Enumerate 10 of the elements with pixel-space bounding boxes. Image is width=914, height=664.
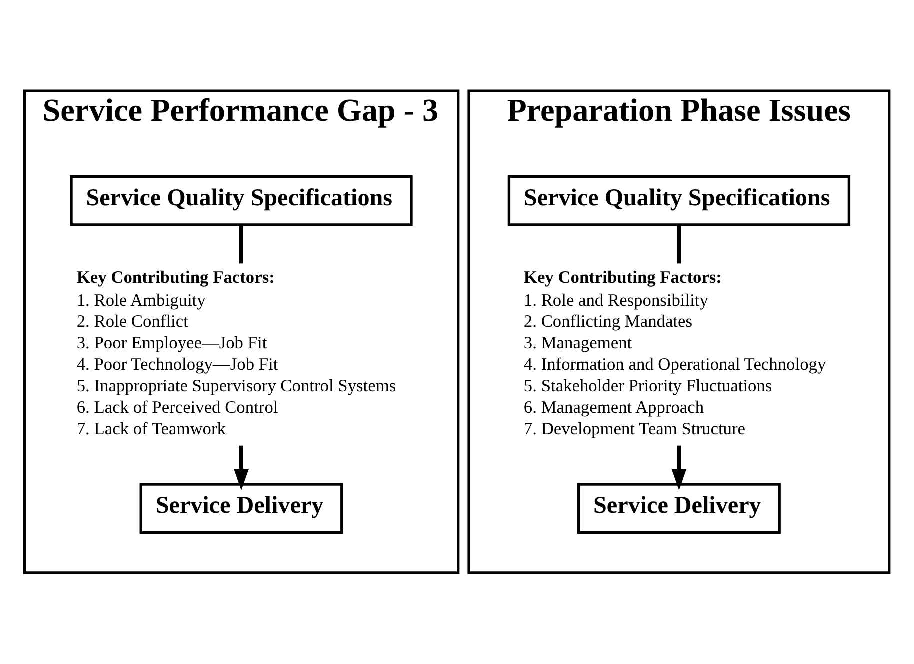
node-text: Key Contributing Factors: 1. Role Ambiguity 2. Role Conflict 3. Poor Employee—Job Fit 4. Poor Technology—Job Fit 5. Inappropriate Supervisory Control Systems 6. Lack of Perceived Control 7. Lack of Teamwork xyxy=(76,267,396,438)
node-box: Service Delivery xyxy=(577,483,781,534)
node-box: Service Quality Specifications xyxy=(70,175,413,226)
node-box: Service Quality Specifications xyxy=(508,175,851,226)
node-text: Key Contributing Factors: 1. Role and Responsibility 2. Conflicting Mandates 3. Management 4. Information and Operational Technology 5. Stakeholder Priority Fluctuations 6. Management Approach 7. Development Team Structure xyxy=(524,267,826,438)
node-box: Service Delivery xyxy=(140,483,344,534)
arrow xyxy=(234,446,249,490)
arrow xyxy=(672,446,687,490)
connector xyxy=(239,225,244,264)
connector xyxy=(677,225,682,264)
